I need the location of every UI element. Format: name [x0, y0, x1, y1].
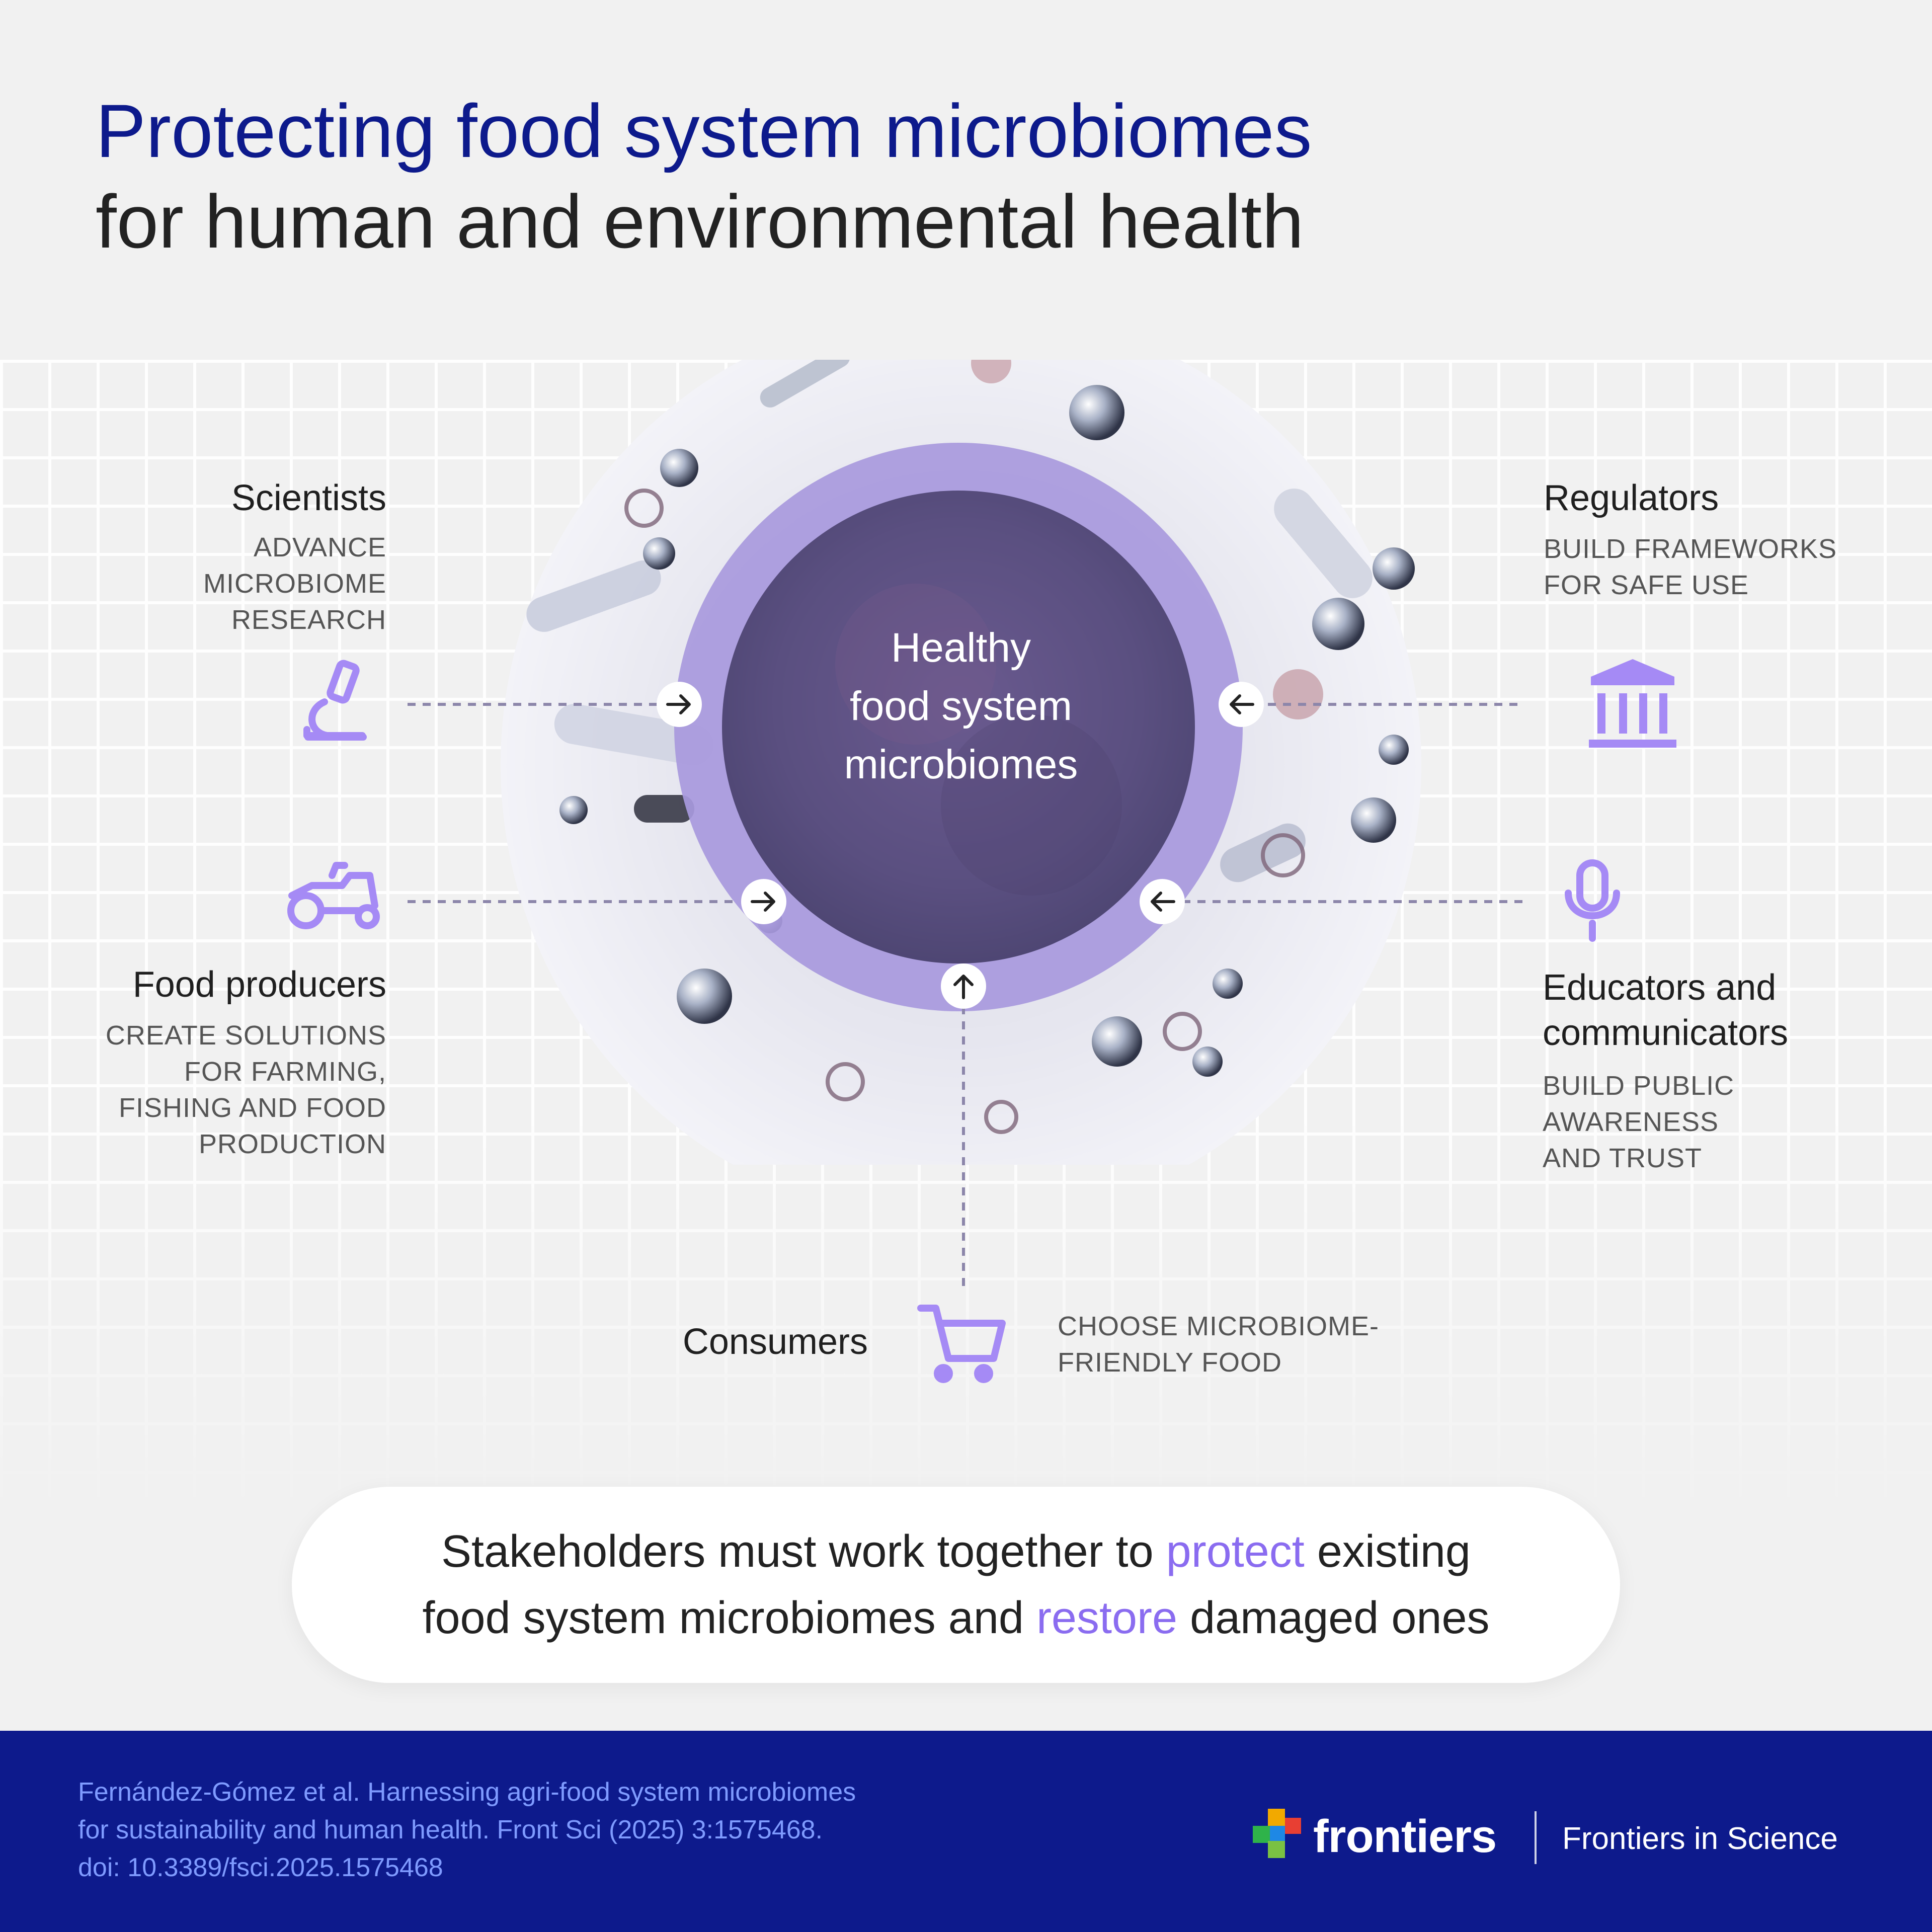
citation-text: Fernández-Gómez et al. Harnessing agri-f… — [78, 1778, 856, 1882]
message-part-4: damaged ones — [1177, 1593, 1490, 1643]
stakeholder-desc-regulators: BUILD FRAMEWORKS FOR SAFE USE — [1544, 534, 1837, 600]
shopping-cart-icon — [917, 1305, 1006, 1383]
message-highlight-protect: protect — [1166, 1526, 1305, 1577]
frontiers-logo-icon — [1253, 1809, 1301, 1858]
stakeholder-desc-scientists: ADVANCE MICROBIOME RESEARCH — [203, 532, 386, 635]
arrow-badge-consumers — [941, 963, 986, 1009]
arrow-badge-scientists — [657, 682, 702, 727]
center-label: Healthy food system microbiomes — [844, 625, 1078, 787]
brand-divider — [1535, 1811, 1537, 1864]
title-block: Protecting food system microbiomes for h… — [96, 86, 1312, 267]
key-message-text: Stakeholders must work together to prote… — [422, 1518, 1489, 1651]
stakeholder-name-scientists: Scientists — [231, 478, 386, 518]
stakeholder-desc-educators: BUILD PUBLIC AWARENESS AND TRUST — [1543, 1071, 1735, 1173]
microscope-icon — [303, 660, 367, 741]
stakeholder-name-consumers: Consumers — [682, 1322, 868, 1362]
title-line-1: Protecting food system microbiomes — [96, 89, 1312, 173]
key-message-pill: Stakeholders must work together to prote… — [292, 1487, 1620, 1683]
title-line-2: for human and environmental health — [96, 179, 1304, 264]
message-part-2: existing — [1304, 1526, 1471, 1577]
connector-lines — [408, 703, 1524, 1288]
footer-bar — [0, 1731, 1932, 1932]
frontiers-wordmark: frontiers — [1313, 1811, 1497, 1862]
message-part-3: food system microbiomes and — [422, 1593, 1036, 1643]
frontiers-in-science-label: Frontiers in Science — [1562, 1821, 1838, 1856]
microphone-icon — [1565, 859, 1620, 942]
stakeholder-name-food-producers: Food producers — [132, 964, 386, 1005]
stakeholder-name-regulators: Regulators — [1544, 478, 1719, 518]
stakeholder-desc-consumers: CHOOSE MICROBIOME- FRIENDLY FOOD — [1058, 1311, 1380, 1378]
stakeholder-name-educators: Educators and communicators — [1543, 968, 1789, 1053]
microbe-disc — [501, 360, 1421, 1165]
tractor-icon — [287, 862, 380, 929]
message-highlight-restore: restore — [1036, 1593, 1178, 1643]
institution-icon — [1589, 659, 1676, 748]
message-part-1: Stakeholders must work together to — [441, 1526, 1166, 1577]
arrow-badge-food-producers — [741, 879, 786, 924]
stakeholder-desc-food-producers: CREATE SOLUTIONS FOR FARMING, FISHING AN… — [105, 1020, 386, 1159]
arrow-badge-educators — [1140, 879, 1185, 924]
arrow-badge-regulators — [1219, 682, 1264, 727]
